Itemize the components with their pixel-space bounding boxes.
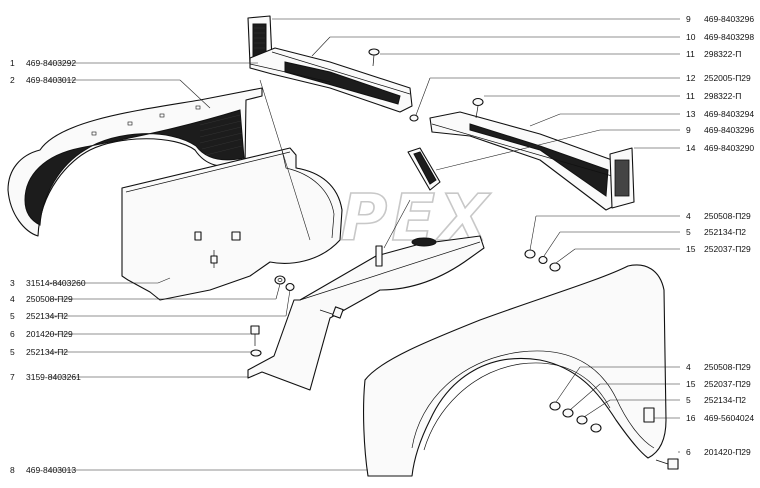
part-13-right-strip bbox=[429, 111, 615, 211]
callout-left-code: 469-8403292 bbox=[26, 58, 76, 68]
callout-right-number: 14 bbox=[686, 143, 696, 153]
part-4-5-15-washers-right bbox=[524, 249, 561, 272]
callout-right-number: 10 bbox=[686, 32, 696, 42]
part-1-arch-panel bbox=[7, 87, 263, 237]
part-11-bolt-right bbox=[472, 97, 484, 119]
callout-right-number: 5 bbox=[686, 395, 691, 405]
callouts-right: 9 469-8403296 10 469-8403298 11 298322-П… bbox=[686, 14, 754, 457]
part-12-nut bbox=[409, 114, 419, 122]
part-9-lower-bracket bbox=[407, 147, 441, 191]
callout-right-number: 11 bbox=[686, 91, 695, 101]
callout-right-number: 9 bbox=[686, 125, 691, 135]
part-3-inner-liner bbox=[121, 147, 343, 301]
part-6-bolt-right bbox=[655, 458, 679, 470]
callout-left-code: 252134-П2 bbox=[26, 311, 68, 321]
callout-right-code: 469-8403294 bbox=[704, 109, 754, 119]
callout-left-code: 3159-8403261 bbox=[26, 372, 81, 382]
callout-right-code: 298322-П bbox=[704, 91, 741, 101]
callout-left-number: 8 bbox=[10, 465, 15, 475]
callout-right-code: 250508-П29 bbox=[704, 211, 751, 221]
callout-right-code: 250508-П29 bbox=[704, 362, 751, 372]
callout-right-code: 298322-П bbox=[704, 49, 741, 59]
part-bolt-diagonal bbox=[319, 306, 344, 319]
callout-left-number: 1 bbox=[10, 58, 15, 68]
callout-left-number: 3 bbox=[10, 278, 15, 288]
callout-left-number: 6 bbox=[10, 329, 15, 339]
callout-left-code: 250508-П29 bbox=[26, 294, 73, 304]
callout-right-number: 13 bbox=[686, 109, 696, 119]
part-4-15-5-washers-lower bbox=[549, 401, 602, 433]
callout-right-number: 11 bbox=[686, 49, 695, 59]
callout-right-code: 252037-П29 bbox=[704, 244, 751, 254]
callout-right-code: 201420-П29 bbox=[704, 447, 751, 457]
callout-right-number: 12 bbox=[686, 73, 696, 83]
callout-right-code: 252134-П2 bbox=[704, 227, 746, 237]
callout-right-code: 252005-П29 bbox=[704, 73, 751, 83]
callout-right-code: 469-8403290 bbox=[704, 143, 754, 153]
callout-left-code: 469-8403012 bbox=[26, 75, 76, 85]
part-4-nut-left bbox=[274, 275, 286, 285]
callout-left-number: 7 bbox=[10, 372, 15, 382]
callout-right-number: 15 bbox=[686, 244, 696, 254]
part-16-clip bbox=[643, 407, 655, 423]
callout-left-code: 31514-8403260 bbox=[26, 278, 86, 288]
part-6-bolt-left bbox=[250, 325, 262, 357]
callout-right-code: 252134-П2 bbox=[704, 395, 746, 405]
part-11-bolt-upper bbox=[368, 48, 380, 67]
callout-left-number: 5 bbox=[10, 347, 15, 357]
callout-left-code: 252134-П2 bbox=[26, 347, 68, 357]
callout-right-code: 469-8403296 bbox=[704, 14, 754, 24]
callout-left-number: 2 bbox=[10, 75, 15, 85]
callout-right-code: 469-5604024 bbox=[704, 413, 754, 423]
part-14-right-plate bbox=[609, 147, 635, 209]
part-7-mount-bracket bbox=[247, 235, 485, 391]
part-8-main-fender bbox=[363, 264, 667, 477]
part-5-washer-left bbox=[285, 282, 295, 292]
callout-right-number: 4 bbox=[686, 211, 691, 221]
callout-right-number: 4 bbox=[686, 362, 691, 372]
callout-left-number: 5 bbox=[10, 311, 15, 321]
callout-right-number: 9 bbox=[686, 14, 691, 24]
leader-lines bbox=[48, 18, 680, 471]
part-10-upper-strip bbox=[249, 47, 413, 113]
callouts-left: 1 469-8403292 2 469-8403012 3 31514-8403… bbox=[10, 58, 86, 475]
callout-left-number: 4 bbox=[10, 294, 15, 304]
callout-right-number: 5 bbox=[686, 227, 691, 237]
callout-left-code: 201420-П29 bbox=[26, 329, 73, 339]
callout-right-number: 15 bbox=[686, 379, 696, 389]
callout-right-code: 469-8403298 bbox=[704, 32, 754, 42]
callout-right-number: 16 bbox=[686, 413, 696, 423]
callout-left-code: 469-8403013 bbox=[26, 465, 76, 475]
callout-right-number: 6 bbox=[686, 447, 691, 457]
callout-right-code: 252037-П29 bbox=[704, 379, 751, 389]
callout-right-code: 469-8403296 bbox=[704, 125, 754, 135]
